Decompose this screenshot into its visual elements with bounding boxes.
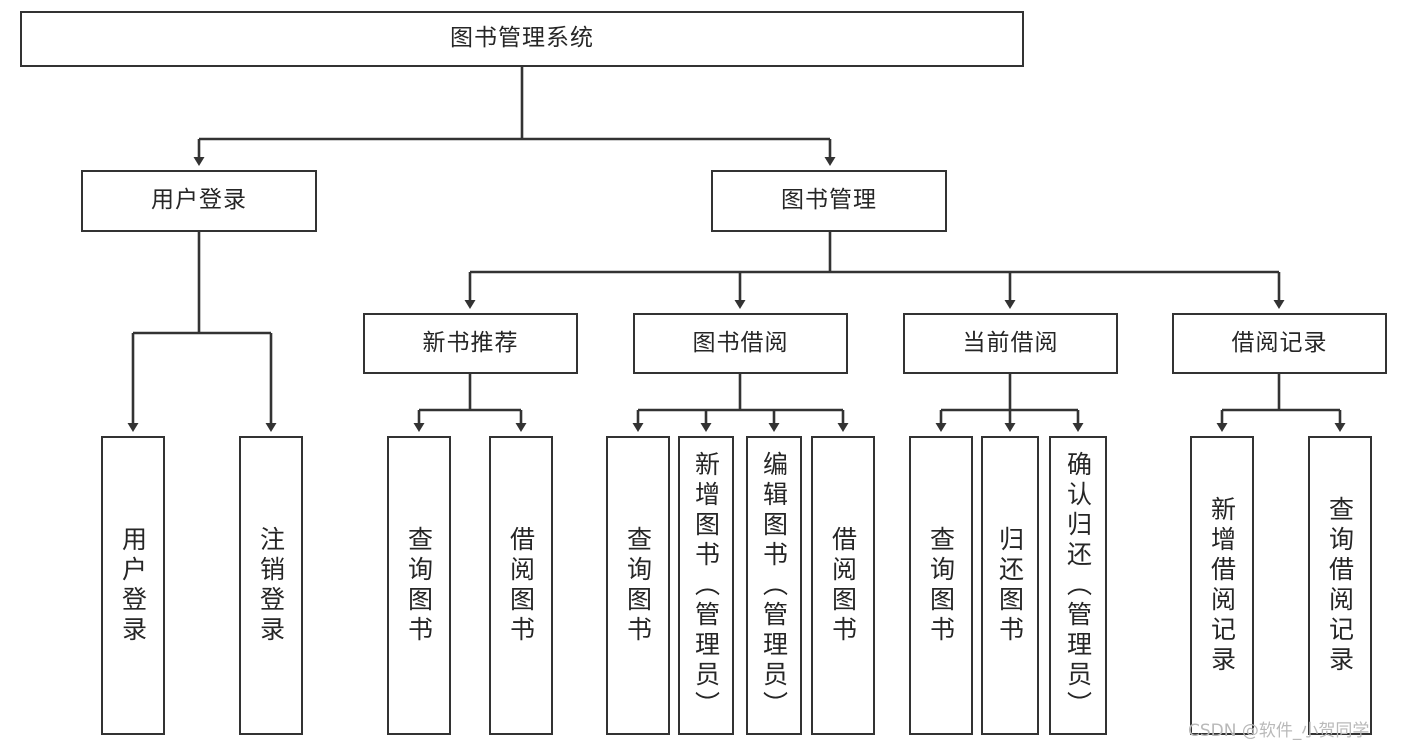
leaf-book-borrow-query-book[interactable]: 查询图书 bbox=[606, 436, 670, 735]
leaf-user-login-logout[interactable]: 注销登录 bbox=[239, 436, 303, 735]
leaf-book-borrow-add-book[interactable]: 新增图书（管理员） bbox=[678, 436, 734, 735]
node-borrow-record[interactable]: 借阅记录 bbox=[1172, 313, 1387, 374]
node-label: 新增借阅记录 bbox=[1207, 495, 1237, 676]
node-label: 图书管理 bbox=[781, 187, 877, 214]
node-label: 图书借阅 bbox=[692, 329, 789, 356]
node-current-borrow[interactable]: 当前借阅 bbox=[903, 313, 1118, 374]
node-new-book-recommend[interactable]: 新书推荐 bbox=[363, 313, 578, 374]
node-label: 注销登录 bbox=[256, 525, 286, 646]
leaf-book-borrow-edit-book[interactable]: 编辑图书（管理员） bbox=[746, 436, 802, 735]
leaf-current-borrow-query-book[interactable]: 查询图书 bbox=[909, 436, 973, 735]
node-label: 用户登录 bbox=[151, 187, 247, 214]
node-label: 确认归还（管理员） bbox=[1063, 450, 1093, 721]
node-label: 新增图书（管理员） bbox=[691, 450, 721, 721]
node-label: 当前借阅 bbox=[962, 329, 1059, 356]
watermark-text: CSDN @软件_小贺同学 bbox=[1188, 721, 1370, 741]
leaf-book-borrow-borrow-book[interactable]: 借阅图书 bbox=[811, 436, 875, 735]
leaf-borrow-record-add-record[interactable]: 新增借阅记录 bbox=[1190, 436, 1254, 735]
node-label: 借阅图书 bbox=[506, 525, 536, 646]
leaf-borrow-record-query-record[interactable]: 查询借阅记录 bbox=[1308, 436, 1372, 735]
node-label: 查询图书 bbox=[404, 525, 434, 646]
node-user-login[interactable]: 用户登录 bbox=[81, 170, 317, 232]
leaf-new-book-query-book[interactable]: 查询图书 bbox=[387, 436, 451, 735]
node-label: 用户登录 bbox=[118, 525, 148, 646]
node-book-management[interactable]: 图书管理 bbox=[711, 170, 947, 232]
node-label: 新书推荐 bbox=[422, 329, 519, 356]
node-label: 编辑图书（管理员） bbox=[759, 450, 789, 721]
leaf-new-book-borrow-book[interactable]: 借阅图书 bbox=[489, 436, 553, 735]
node-label: 查询图书 bbox=[623, 525, 653, 646]
node-label: 借阅记录 bbox=[1231, 329, 1328, 356]
leaf-current-borrow-return-book[interactable]: 归还图书 bbox=[981, 436, 1039, 735]
leaf-current-borrow-confirm-return[interactable]: 确认归还（管理员） bbox=[1049, 436, 1107, 735]
node-label: 借阅图书 bbox=[828, 525, 858, 646]
node-label: 查询借阅记录 bbox=[1325, 495, 1355, 676]
node-book-borrow[interactable]: 图书借阅 bbox=[633, 313, 848, 374]
node-root-system[interactable]: 图书管理系统 bbox=[20, 11, 1024, 67]
node-label: 归还图书 bbox=[995, 525, 1025, 646]
node-label: 图书管理系统 bbox=[450, 25, 594, 52]
leaf-user-login-login[interactable]: 用户登录 bbox=[101, 436, 165, 735]
node-label: 查询图书 bbox=[926, 525, 956, 646]
